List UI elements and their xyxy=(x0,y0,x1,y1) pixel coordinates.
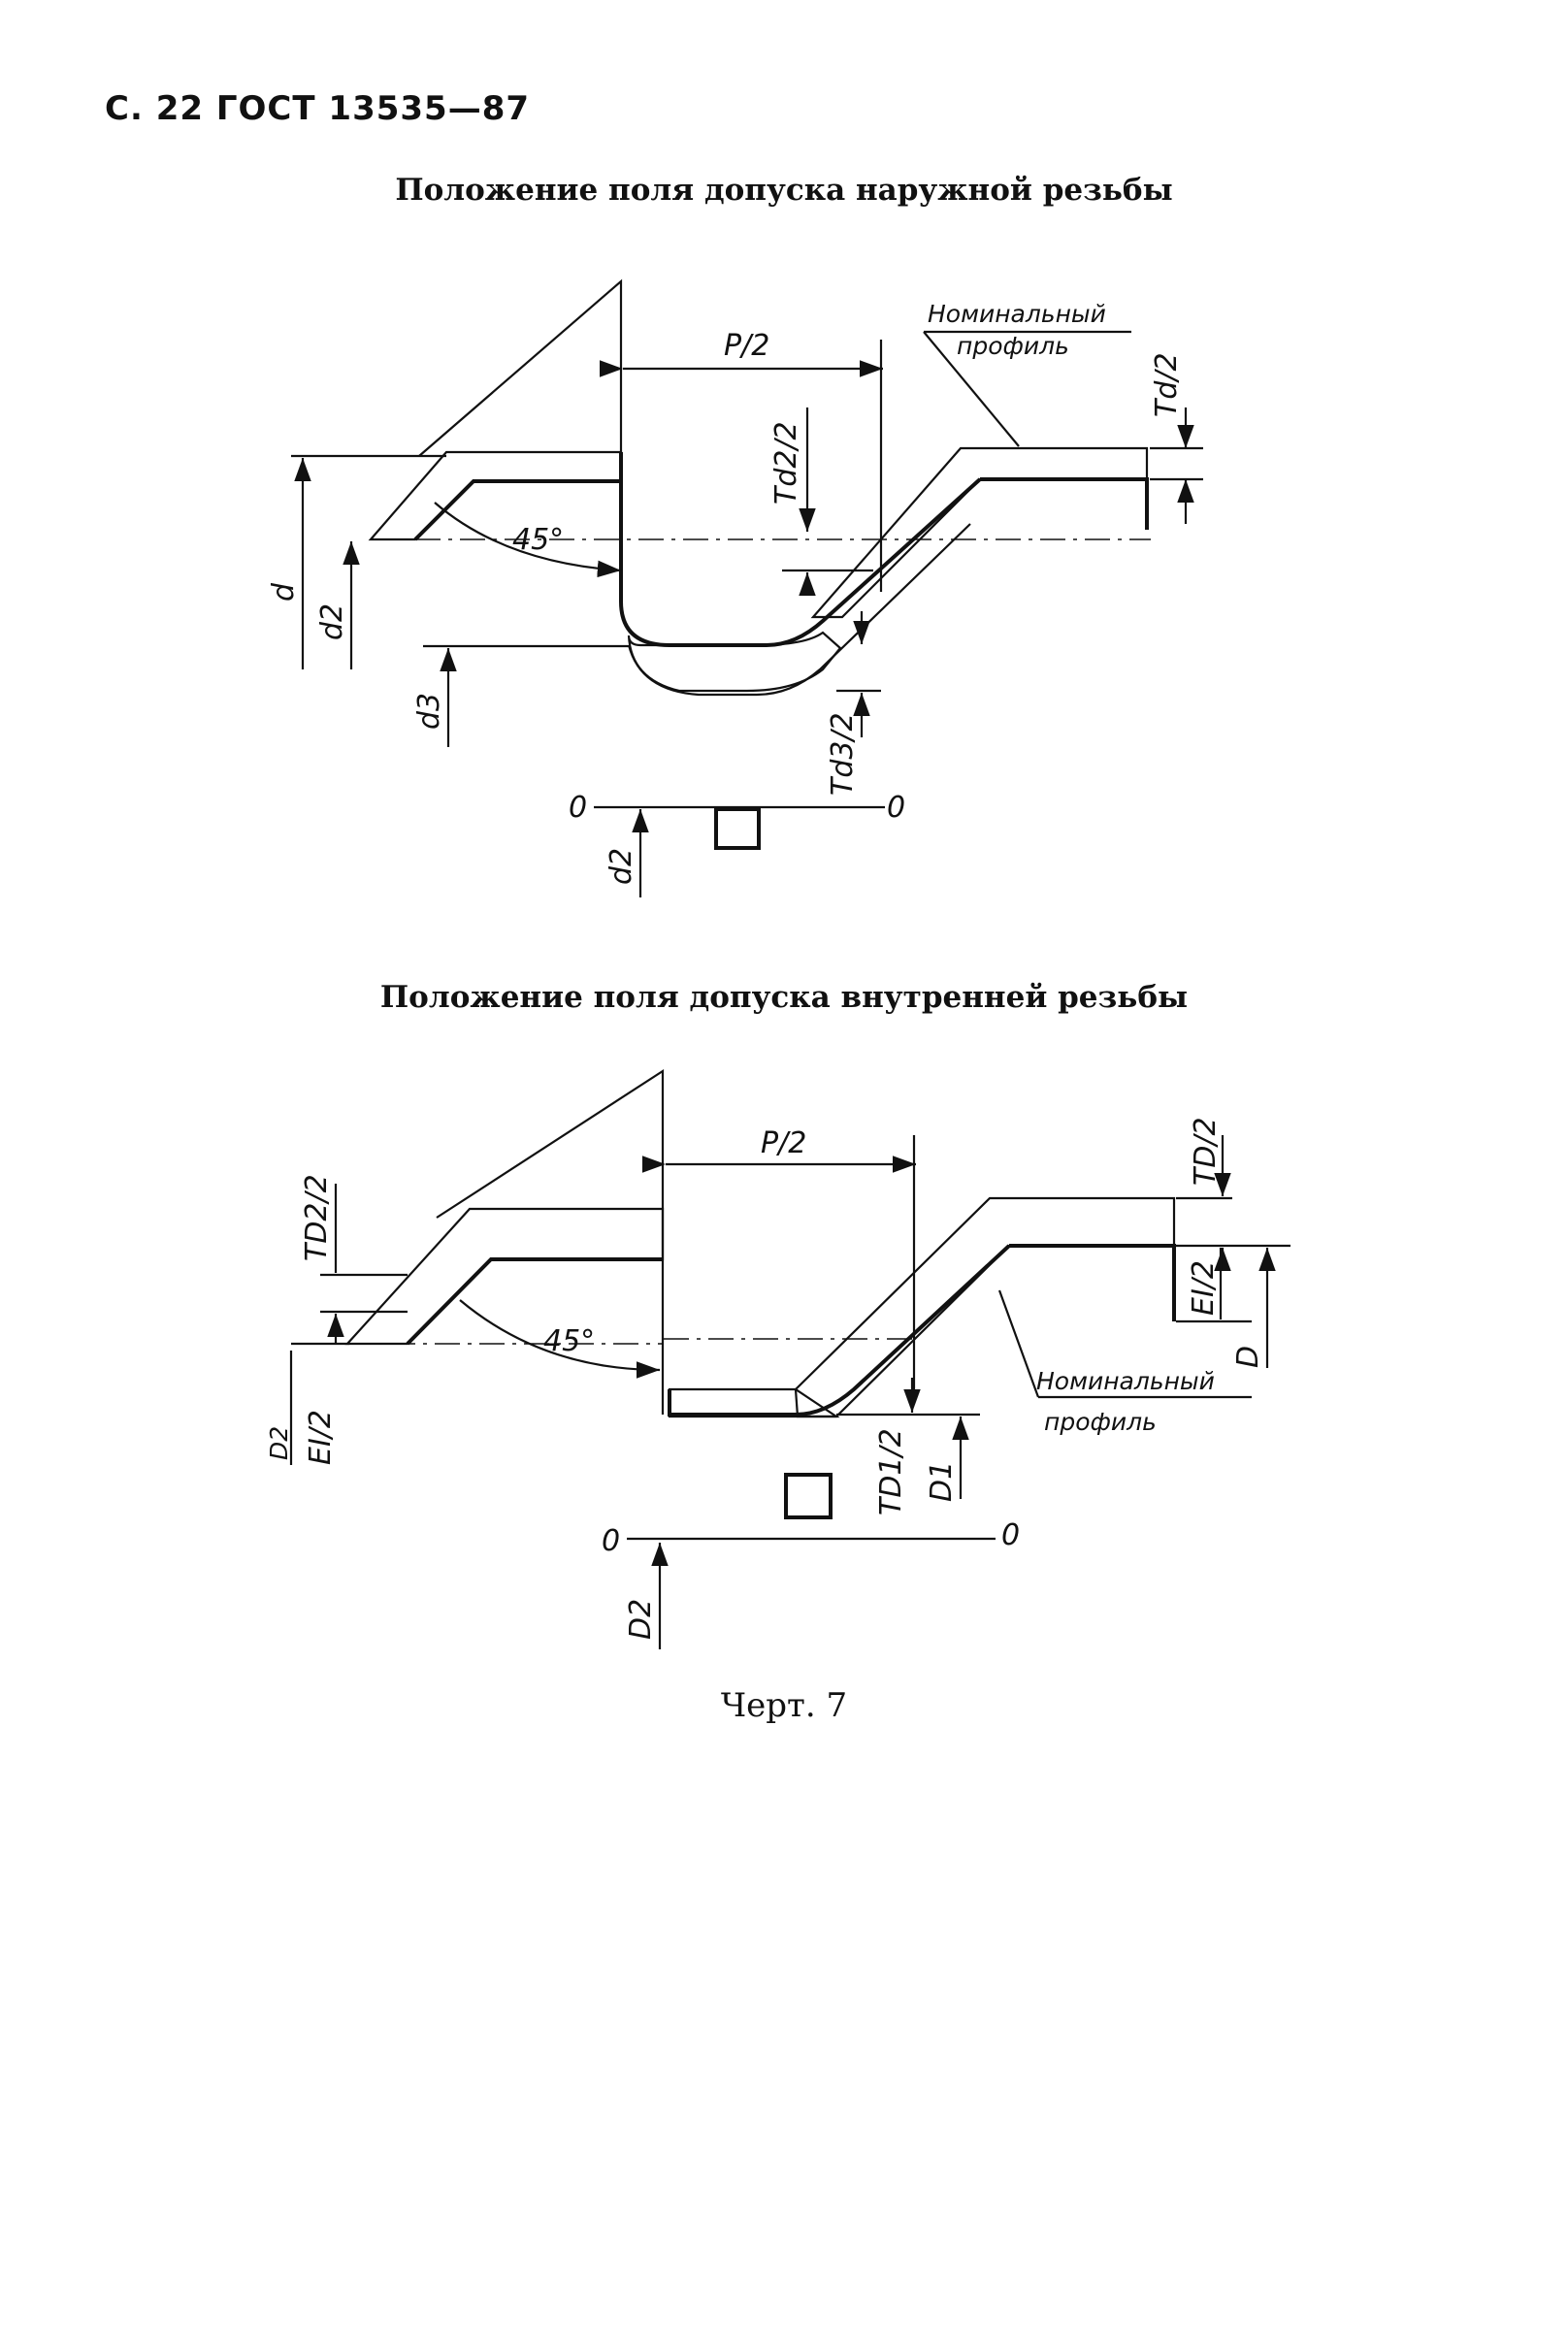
label-td3: Td3/2 xyxy=(826,712,860,796)
figure-title-external: Положение поля допуска наружной резьбы xyxy=(395,173,1173,208)
tolerance-root-hatch xyxy=(627,631,842,693)
label-ei-left: EI/2 xyxy=(304,1410,338,1465)
external-thread-drawing: P/2 Номинальный профиль Td/2 Td2/2 Td3/2… xyxy=(267,278,1203,897)
angle-arc-2 xyxy=(459,1299,661,1379)
label-angle: 45° xyxy=(512,523,564,557)
label-angle-2: 45° xyxy=(543,1324,595,1358)
nominal-edge-left-2 xyxy=(406,1257,663,1346)
label-d: d xyxy=(267,582,301,602)
label-zero-right-2: 0 xyxy=(1001,1518,1020,1552)
label-ei-left-top: D2 xyxy=(265,1426,293,1460)
figure-caption: Черт. 7 xyxy=(720,1686,848,1725)
tolerance-band-left xyxy=(368,450,623,541)
nominal-profile-root-2 xyxy=(668,1244,1011,1417)
label-nominal-2-2: профиль xyxy=(1044,1408,1157,1436)
nominal-profile-root xyxy=(619,452,982,647)
label-nominal-1: Номинальный xyxy=(928,300,1106,328)
label-D: D xyxy=(1231,1346,1265,1368)
label-td2: Td2/2 xyxy=(769,421,803,505)
label-d2: d2 xyxy=(315,603,349,640)
figure-title-internal: Положение поля допуска внутренней резьбы xyxy=(379,980,1189,1015)
nominal-edge-right-2 xyxy=(1009,1244,1176,1321)
label-tp1: TD1/2 xyxy=(874,1428,908,1515)
triangle-outline xyxy=(418,278,623,536)
label-D2-bottom: D2 xyxy=(624,1599,658,1640)
label-tp: TD/2 xyxy=(1189,1117,1223,1186)
nominal-edge-left xyxy=(413,479,621,541)
label-D1: D1 xyxy=(925,1461,959,1502)
tolerance-band-left-2 xyxy=(344,1207,665,1346)
label-p2: P/2 xyxy=(724,329,769,363)
label-nominal-2: профиль xyxy=(957,332,1069,360)
nominal-edge-right xyxy=(980,477,1149,530)
label-ei-right: EI/2 xyxy=(1187,1260,1221,1316)
label-zero-left: 0 xyxy=(569,791,587,825)
min-profile-root xyxy=(627,523,971,697)
label-tp2: TD2/2 xyxy=(300,1174,334,1261)
nominal-leader xyxy=(923,331,1020,447)
label-td: Td/2 xyxy=(1150,352,1184,417)
page-header: С. 22 ГОСТ 13535—87 xyxy=(105,89,531,128)
label-d3: d3 xyxy=(412,693,446,730)
tolerance-field-box xyxy=(714,807,761,850)
nominal-leader-2 xyxy=(997,1289,1040,1398)
label-d2-bottom: d2 xyxy=(604,848,638,885)
label-p2-2: P/2 xyxy=(761,1126,806,1160)
label-zero-left-2: 0 xyxy=(602,1524,620,1558)
angle-arc xyxy=(434,502,622,578)
triangle-outline-2 xyxy=(436,1068,665,1415)
tolerance-field-box-2 xyxy=(784,1473,833,1519)
label-zero-right: 0 xyxy=(887,791,905,825)
internal-thread-drawing: P/2 TD/2 EI/2 D Номинальный профиль TD1/… xyxy=(265,1068,1290,1649)
tolerance-band-right xyxy=(810,446,1149,619)
label-nominal-1-2: Номинальный xyxy=(1036,1367,1215,1395)
